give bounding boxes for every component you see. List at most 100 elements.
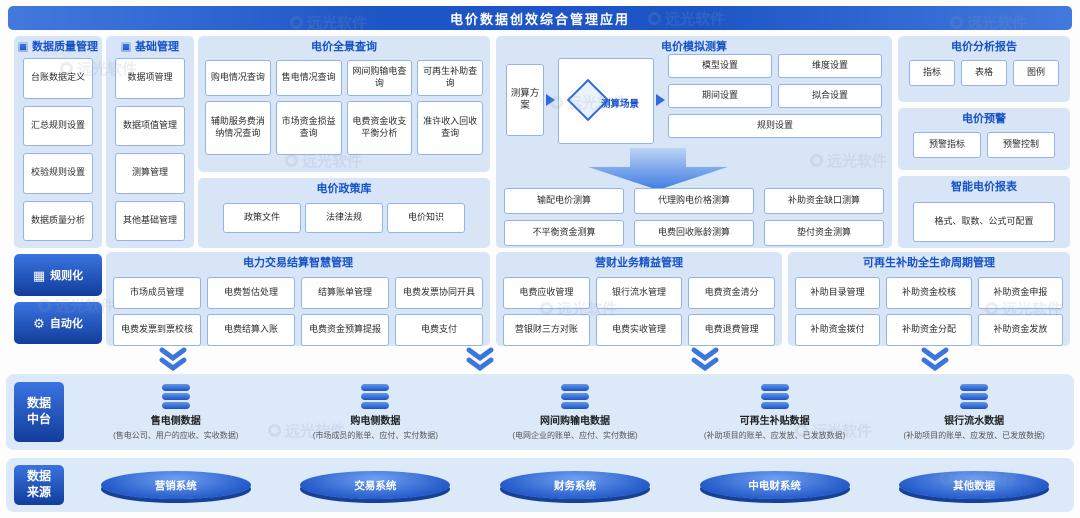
dataset-desc: (电网企业的账单、应付、实付数据) (512, 430, 638, 440)
scene-label: 测算场景 (601, 99, 640, 110)
module-box: 营银财三方对账 (503, 314, 590, 346)
section-panorama-query: 电价全景查询 购电情况查询 售电情况查询 网间购输电查询 可再生补助查询 辅助服… (198, 36, 490, 172)
module-box: 准许收入回收查询 (417, 101, 483, 155)
platform-dataset: 购电侧数据 (市场成员的账单、应付、实付数据) (276, 383, 476, 441)
module-box: 表格 (961, 60, 1007, 86)
section-title: 数据质量管理 (32, 41, 98, 53)
module-box: 电费资金清分 (688, 277, 776, 309)
module-box: 电费发票协同开具 (395, 277, 483, 309)
data-platform-label: 数据中台 (14, 382, 64, 442)
module-box: 政策文件 (223, 203, 301, 233)
section-trade-settlement: 电力交易结算智慧管理 市场成员管理 电费暂估处理 结算账单管理 电费发票协同开具… (106, 252, 490, 346)
module-box: 电费实收管理 (595, 314, 683, 346)
setting-box: 规则设置 (668, 114, 882, 138)
calc-box: 垫付资金测算 (764, 220, 884, 246)
module-box: 电费应收管理 (503, 277, 590, 309)
dataset-desc: (补助项目的账单、应发放、已发放数据) (903, 430, 1045, 440)
module-box: 电费支付 (395, 314, 483, 346)
source-system-disk: 营销系统 (100, 471, 251, 499)
database-icon (760, 383, 789, 409)
database-icon (361, 383, 390, 409)
setting-box: 期间设置 (668, 84, 772, 108)
module-box: 法律法规 (305, 203, 383, 233)
section-icon (121, 42, 131, 52)
dataset-desc: (市场成员的账单、应付、实付数据) (312, 430, 439, 440)
section-simulation: 电价模拟测算 测算方案 测算场景 模型设置 维度设置 期间设置 拟合设置 规则设… (496, 36, 892, 248)
module-box: 辅助服务费消纳情况查询 (205, 101, 271, 155)
big-down-arrow-icon (588, 148, 728, 190)
section-smart-report: 智能电价报表 格式、取数、公式可配置 (898, 176, 1070, 248)
down-chevrons-icon (159, 347, 187, 372)
database-icon (560, 383, 589, 409)
module-box: 数据质量分析 (23, 200, 93, 241)
module-box: 补助资金分配 (886, 314, 972, 346)
module-box: 售电情况查询 (275, 60, 342, 96)
platform-dataset: 网间购输电数据 (电网企业的账单、应付、实付数据) (475, 383, 675, 441)
mode-rule-label: ▦ 规则化 (14, 254, 102, 296)
arrow-right-icon (656, 94, 665, 106)
setting-box: 模型设置 (668, 54, 772, 78)
module-box: 网间购输电查询 (346, 60, 413, 96)
data-sources-band: 数据来源 营销系统 交易系统 财务系统 中电财系统 其他数据 (6, 458, 1074, 512)
section-title: 营财业务精益管理 (595, 257, 683, 269)
section-icon (18, 42, 28, 52)
section-basic-management: 基础管理 数据项管理 数据项值管理 测算管理 其他基础管理 (106, 36, 194, 248)
module-box: 可再生补助查询 (417, 60, 483, 96)
section-price-warning: 电价预警 预警指标 预警控制 (898, 108, 1070, 170)
module-box: 指标 (909, 60, 955, 86)
module-box: 图例 (1013, 60, 1059, 86)
module-box: 台账数据定义 (23, 58, 93, 99)
arrow-right-icon (546, 94, 555, 106)
section-finance-lean: 营财业务精益管理 电费应收管理 银行流水管理 电费资金清分 营银财三方对账 电费… (496, 252, 782, 346)
down-chevrons-icon (921, 347, 949, 372)
database-icon (960, 383, 989, 409)
module-box: 电费资金预算提报 (301, 314, 389, 346)
section-title: 电价分析报告 (951, 41, 1017, 53)
calc-box: 代理购电价格测算 (634, 188, 754, 214)
dataset-name: 银行流水数据 (944, 415, 1005, 427)
dataset-name: 可再生补贴数据 (739, 415, 810, 427)
scene-panel: 测算场景 (558, 58, 654, 144)
section-subsidy-lifecycle: 可再生补助全生命周期管理 补助目录管理 补助资金校核 补助资金申报 补助资金拨付… (788, 252, 1070, 346)
module-box: 银行流水管理 (595, 277, 683, 309)
module-box: 补助资金校核 (886, 277, 972, 309)
module-box: 结算账单管理 (301, 277, 389, 309)
module-box: 电费退费管理 (688, 314, 776, 346)
calc-box: 输配电价测算 (504, 188, 624, 214)
section-policy-library: 电价政策库 政策文件 法律法规 电价知识 (198, 178, 490, 248)
data-platform-band: 数据中台 售电侧数据 (售电公司、用户的应收、实收数据) 购电侧数据 (市场成员… (6, 374, 1074, 450)
platform-dataset: 银行流水数据 (补助项目的账单、应发放、已发放数据) (874, 383, 1074, 441)
dataset-desc: (售电公司、用户的应收、实收数据) (113, 430, 239, 440)
module-box: 电费资金收支平衡分析 (346, 101, 413, 155)
module-box: 电价知识 (387, 203, 465, 233)
down-chevrons-icon (691, 347, 719, 372)
section-data-quality: 数据质量管理 台账数据定义 汇总规则设置 校验规则设置 数据质量分析 (14, 36, 102, 248)
source-system-disk: 财务系统 (499, 471, 650, 499)
module-box: 电费暂估处理 (207, 277, 295, 309)
module-box: 补助资金拨付 (795, 314, 881, 346)
dataset-desc: (补助项目的账单、应发放、已发放数据) (703, 430, 846, 440)
module-box: 电费结算入账 (207, 314, 295, 346)
setting-box: 拟合设置 (778, 84, 882, 108)
source-system-disk: 中电财系统 (699, 471, 850, 499)
section-title: 可再生补助全生命周期管理 (863, 257, 995, 269)
module-box: 购电情况查询 (205, 60, 271, 96)
module-box: 补助资金申报 (977, 277, 1063, 309)
module-box: 预警控制 (987, 132, 1055, 158)
module-box: 电费发票到票校核 (113, 314, 201, 346)
section-analysis-report: 电价分析报告 指标 表格 图例 (898, 36, 1070, 102)
module-box: 汇总规则设置 (23, 105, 93, 146)
calc-box: 不平衡资金测算 (504, 220, 624, 246)
source-system-disk: 其他数据 (899, 471, 1050, 499)
module-box: 数据项值管理 (115, 105, 185, 146)
page-title-banner: 电价数据创效综合管理应用 (8, 6, 1072, 30)
module-box: 数据项管理 (115, 58, 185, 99)
calc-box: 补助资金缺口测算 (764, 188, 884, 214)
dataset-name: 售电侧数据 (150, 415, 201, 427)
section-title: 电力交易结算智慧管理 (243, 257, 353, 269)
platform-dataset: 可再生补贴数据 (补助项目的账单、应发放、已发放数据) (675, 383, 875, 441)
gear-icon: ⚙ (33, 315, 45, 331)
mode-label: 规则化 (50, 270, 84, 282)
platform-dataset: 售电侧数据 (售电公司、用户的应收、实收数据) (76, 383, 276, 441)
